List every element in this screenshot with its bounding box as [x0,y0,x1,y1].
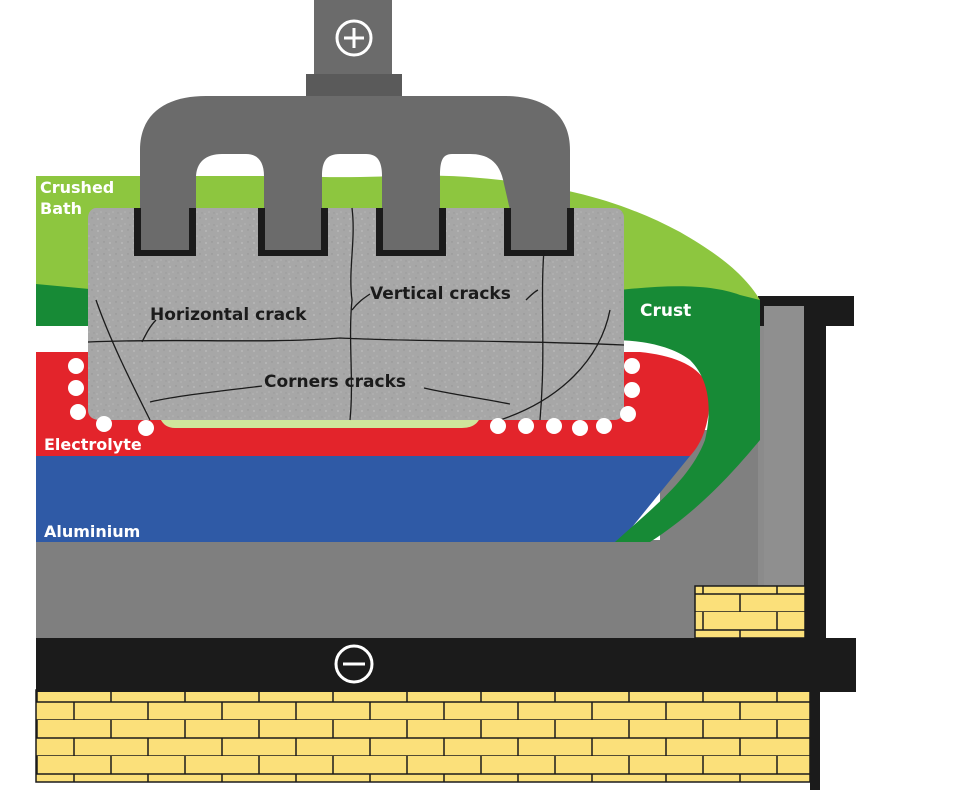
label-horizontal-crack: Horizontal crack [150,305,307,325]
shell-outline-bottom [810,690,820,790]
bubble [572,420,588,436]
label-crushed-bath-line1: Crushed [40,178,114,197]
bubble [490,418,506,434]
label-crust: Crust [640,301,691,321]
bubble [624,382,640,398]
side-wall-frame [804,300,826,640]
label-crushed-bath-line2: Bath [40,199,82,218]
bubble [620,406,636,422]
label-vertical-cracks: Vertical cracks [370,284,511,304]
bubble [68,358,84,374]
bubble [546,418,562,434]
negative-terminal-icon [334,644,374,684]
label-electrolyte: Electrolyte [44,435,142,454]
crust-layer-right [600,286,760,542]
positive-terminal-icon [335,19,373,57]
cathode-block [36,540,666,640]
anode-block [88,208,624,420]
side-brick-stack [694,585,806,639]
aluminium-layer [36,456,690,542]
crust-layer [36,284,100,326]
gas-bubbles [68,358,640,436]
anode-bottom-gap [160,418,480,428]
stub-2-fill [265,208,321,250]
bubble [96,416,112,432]
stub-3-fill [383,208,439,250]
anode-yoke [140,96,570,254]
anode-rod-collar [306,74,402,98]
bubble [518,418,534,434]
bubble [70,404,86,420]
bubble [138,420,154,436]
bubble [596,418,612,434]
stub-1-fill [141,208,189,250]
label-aluminium: Aluminium [44,522,140,541]
bubble [68,380,84,396]
cathode-bus-bar [36,638,856,692]
side-wall-gray-top [764,306,804,590]
anode-cracks [87,207,625,421]
label-corners-cracks: Corners cracks [264,372,406,392]
stub-4-fill [511,208,567,250]
bubble [624,358,640,374]
brick-floor [35,689,811,783]
